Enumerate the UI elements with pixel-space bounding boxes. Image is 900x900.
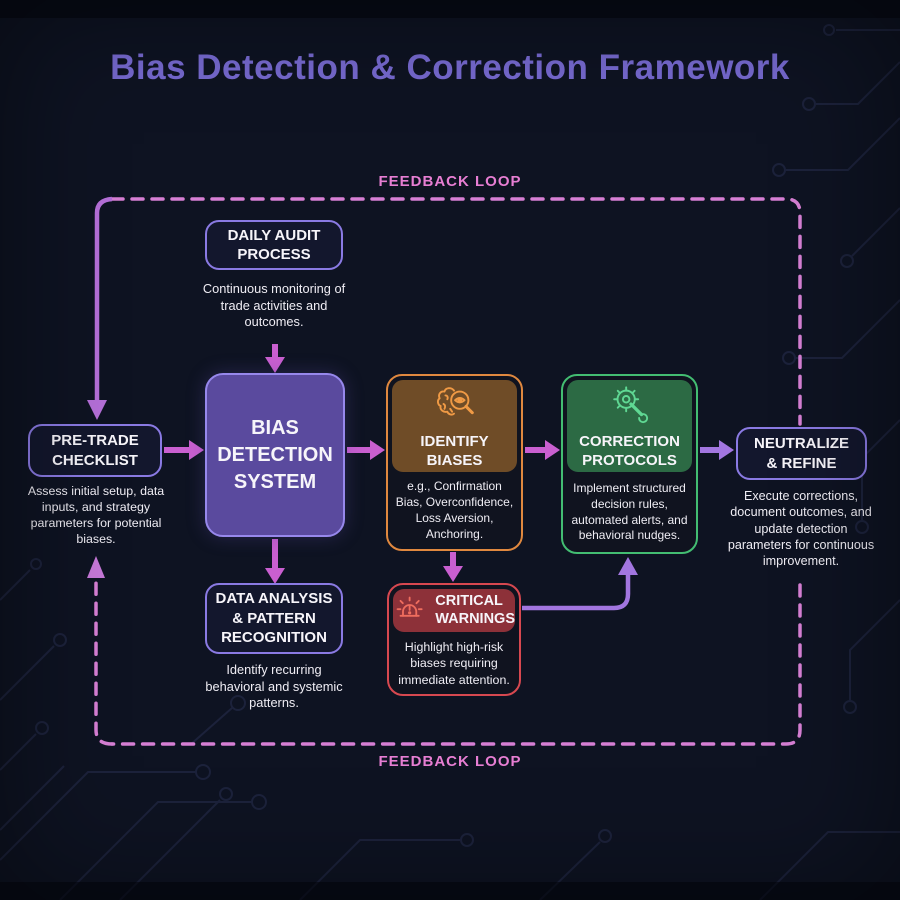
correction-protocols-node: CORRECTION PROTOCOLS Implement structure… <box>561 374 698 554</box>
feedback-down-arrowhead <box>87 400 107 420</box>
feedback-dashed-bottom-right <box>110 583 802 746</box>
critical-warnings-header: CRITICAL WARNINGS <box>393 589 515 632</box>
correction-protocols-description: Implement structured decision rules, aut… <box>571 480 688 543</box>
bias-detection-system-node: BIAS DETECTION SYSTEM <box>205 373 345 537</box>
bottom-edge-shade <box>0 882 900 900</box>
connector-critical-to-correction <box>522 574 631 611</box>
pre-trade-title: PRE-TRADE CHECKLIST <box>51 432 139 469</box>
identify-biases-node: IDENTIFY BIASES e.g., Confirmation Bias,… <box>386 374 523 551</box>
correction-protocols-header: CORRECTION PROTOCOLS <box>567 380 692 472</box>
feedback-solid-left <box>94 196 113 402</box>
siren-alert-icon <box>396 597 423 618</box>
data-analysis-title: DATA ANALYSIS & PATTERN RECOGNITION <box>215 590 333 647</box>
data-analysis-node: DATA ANALYSIS & PATTERN RECOGNITION <box>205 583 343 654</box>
neutralize-refine-description: Execute corrections, document outcomes, … <box>727 489 875 569</box>
neutralize-refine-node: NEUTRALIZE & REFINE <box>736 427 867 480</box>
bias-detection-title: BIAS DETECTION SYSTEM <box>217 416 333 493</box>
top-edge-shade <box>0 0 900 18</box>
daily-audit-process-node: DAILY AUDIT PROCESS <box>205 220 343 270</box>
daily-audit-description: Continuous monitoring of trade activitie… <box>202 281 346 330</box>
pre-trade-description: Assess initial setup, data inputs, and s… <box>27 484 165 547</box>
pre-trade-checklist-node: PRE-TRADE CHECKLIST <box>28 424 162 477</box>
feedback-up-arrowhead <box>87 556 105 578</box>
feedback-dashed-top-right <box>110 197 802 426</box>
identify-biases-header: IDENTIFY BIASES <box>392 380 517 472</box>
feedback-dashed-bottom-left <box>94 576 114 746</box>
identify-biases-title: IDENTIFY BIASES <box>420 432 489 470</box>
critical-warnings-title: CRITICAL WARNINGS <box>435 592 515 628</box>
identify-biases-description: e.g., Confirmation Bias, Overconfidence,… <box>395 479 514 541</box>
page-title: Bias Detection & Correction Framework <box>110 48 790 87</box>
daily-audit-title: DAILY AUDIT PROCESS <box>227 226 321 264</box>
brain-magnifier-icon <box>436 386 474 416</box>
critical-warnings-node: CRITICAL WARNINGS Highlight high-risk bi… <box>387 583 521 696</box>
correction-protocols-title: CORRECTION PROTOCOLS <box>579 432 680 470</box>
critical-warnings-description: Highlight high-risk biases requiring imm… <box>398 639 510 687</box>
gear-wrench-icon <box>612 385 648 423</box>
neutralize-refine-title: NEUTRALIZE & REFINE <box>754 435 849 472</box>
feedback-loop-label-top: FEEDBACK LOOP <box>378 173 522 190</box>
data-analysis-description: Identify recurring behavioral and system… <box>205 662 343 711</box>
feedback-loop-label-bottom: FEEDBACK LOOP <box>378 753 522 770</box>
